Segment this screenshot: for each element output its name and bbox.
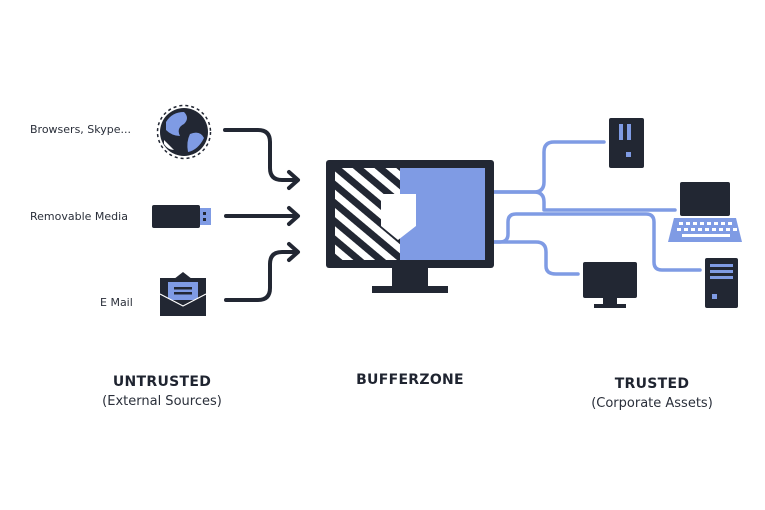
trusted-title: TRUSTED: [614, 376, 690, 392]
heading-trusted: TRUSTED (Corporate Assets): [552, 376, 752, 411]
label-removable-media: Removable Media: [30, 210, 128, 223]
untrusted-subtitle: (External Sources): [102, 394, 222, 409]
trusted-subtitle: (Corporate Assets): [591, 396, 713, 411]
laptop-icon: [668, 182, 742, 242]
bufferzone-title: BUFFERZONE: [356, 372, 464, 388]
trusted-connectors: [486, 140, 702, 276]
server-tower-icon: [609, 118, 644, 168]
monitor-icon: [583, 262, 637, 308]
arrow-email: [224, 242, 300, 302]
label-browsers: Browsers, Skype...: [30, 123, 132, 136]
monitor-shield-icon: [326, 160, 494, 293]
usb-drive-icon: [152, 205, 211, 228]
label-email: E Mail: [100, 296, 133, 309]
heading-untrusted: UNTRUSTED (External Sources): [62, 374, 262, 409]
untrusted-title: UNTRUSTED: [112, 374, 212, 390]
arrow-browsers: [223, 128, 300, 190]
envelope-icon: [159, 272, 207, 316]
heading-bufferzone: BUFFERZONE: [310, 372, 510, 388]
desktop-tower-icon: [705, 258, 738, 308]
arrow-removable-media: [224, 206, 300, 226]
globe-icon: [156, 104, 212, 160]
